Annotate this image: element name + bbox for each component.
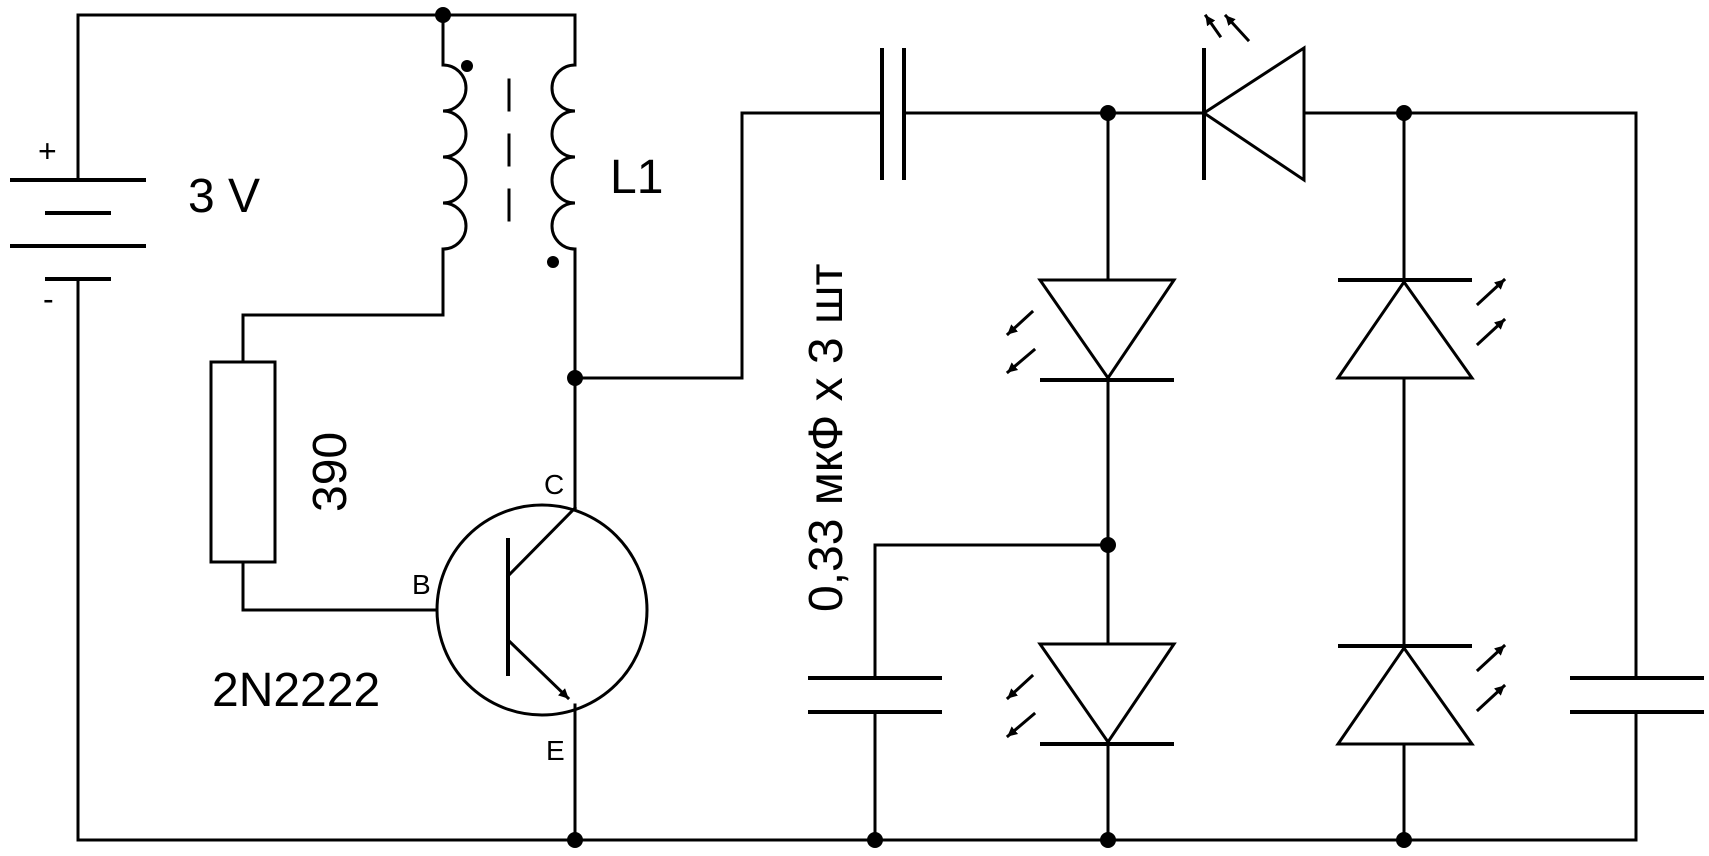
transistor-2n2222: C B E 2N2222	[212, 376, 649, 842]
led-left-upper	[1005, 278, 1177, 382]
resistor-body	[209, 360, 277, 564]
resistor-base-wire	[241, 560, 439, 612]
led-top	[1201, 13, 1306, 183]
secondary-winding	[550, 13, 577, 380]
pin-b-label: B	[412, 569, 431, 600]
collector-to-cap-wire	[573, 111, 884, 380]
transformer-label: L1	[610, 151, 663, 204]
battery: + - 3 V	[10, 13, 260, 842]
mid-cap-wire	[873, 543, 1110, 678]
battery-voltage-label: 3 V	[188, 170, 260, 223]
top-right-wire-2	[1302, 111, 1638, 678]
led-right-upper	[1335, 277, 1507, 380]
resistor-value-label: 390	[304, 432, 357, 512]
capacitor-top	[880, 48, 906, 180]
phase-dot-secondary	[547, 256, 559, 268]
junction-dot	[1396, 832, 1412, 848]
pin-e-label: E	[546, 735, 565, 766]
pin-c-label: C	[544, 469, 564, 500]
capacitor-right	[1570, 676, 1704, 714]
capacitor-middle	[808, 676, 942, 714]
primary-winding	[241, 13, 468, 364]
transistor-body	[435, 503, 649, 717]
junction-dot	[867, 832, 883, 848]
led-right-lower	[1335, 643, 1507, 746]
transistor-model-label: 2N2222	[212, 664, 380, 717]
battery-minus-label: -	[43, 281, 54, 317]
transformer-l1: L1	[241, 13, 663, 380]
junction-dot	[1100, 832, 1116, 848]
resistor-390: 390	[209, 360, 439, 612]
junction-dot	[567, 832, 583, 848]
led-left-lower	[1005, 642, 1177, 746]
battery-plus-label: +	[38, 133, 57, 169]
capacitor-value-label: 0,33 мкФ х 3 шт	[800, 264, 853, 612]
phase-dot-primary	[461, 60, 473, 72]
